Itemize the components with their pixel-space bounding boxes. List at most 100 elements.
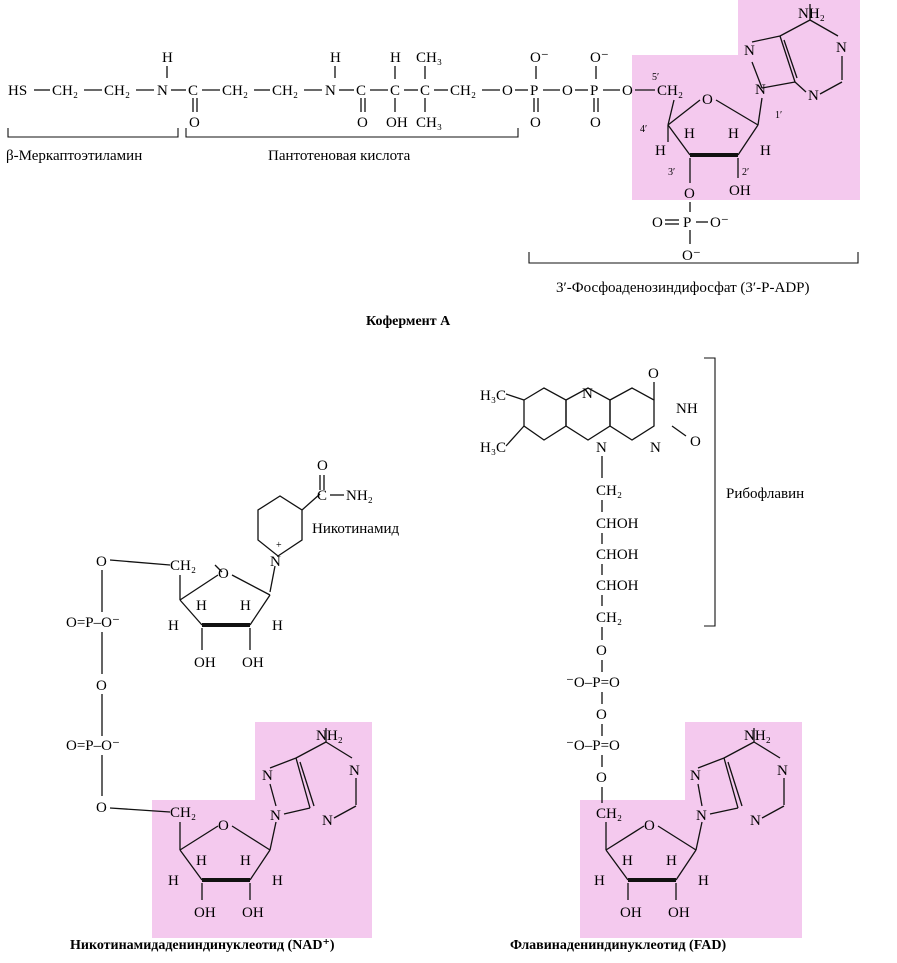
coa-adenine-nh2: NH₂ <box>798 6 825 22</box>
coa-segment-label-2: Пантотеновая кислота <box>268 148 411 164</box>
nad-bottom-h-3: H <box>240 853 251 869</box>
fad-adenosine-highlight <box>580 722 802 938</box>
coa-o-1: O <box>189 115 200 131</box>
fad-ch2-2: CH₂ <box>596 610 622 626</box>
nad-bottom-ring-o: O <box>218 818 229 834</box>
fad-adenine-nh2: NH₂ <box>744 728 771 744</box>
fad-o4: O <box>648 366 659 382</box>
coa-ch2-5: CH₂ <box>450 83 476 99</box>
coa-ring-h-3: H <box>728 126 739 142</box>
fad-o-1: O <box>596 643 607 659</box>
fad-n5: N <box>582 386 593 402</box>
fad-riboflavin-label: Рибофлавин <box>726 486 804 502</box>
nad-top-oh-2: OH <box>242 655 264 671</box>
nad-bottom-oh-2: OH <box>242 905 264 921</box>
fad-ring-h-3: H <box>666 853 677 869</box>
nad-caption: Никотинамидадениндинуклеотид (NAD⁺) <box>70 938 335 953</box>
coa-o-4: O <box>530 115 541 131</box>
coa-n-2: N <box>325 83 336 99</box>
fad-n10: N <box>596 440 607 456</box>
coa-c-3: C <box>390 83 400 99</box>
coa-prime-2: 2′ <box>742 167 749 178</box>
nad-top-oh-1: OH <box>194 655 216 671</box>
coa-segment-label-3: 3′-Фосфоаденозиндифосфат (3′-P-ADP) <box>556 280 810 296</box>
fad-n1: N <box>650 440 661 456</box>
fad-phosphate-2: ⁻O–P=O <box>566 738 620 754</box>
fad-methyl-1: H₃C <box>480 388 506 404</box>
coa-c-2: C <box>356 83 366 99</box>
coa-title: Кофермент А <box>366 314 451 329</box>
fad-structure: H₃C H₃C N N N NH O O CH₂ CHOH CHOH CHOH … <box>480 366 788 921</box>
coa-p-2: P <box>590 83 598 99</box>
coa-ring-h-4: H <box>760 143 771 159</box>
coa-brackets <box>7 128 859 264</box>
coa-chain: HS CH₂ CH₂ N H C O CH₂ CH₂ N H C O C H O… <box>8 50 683 131</box>
coa-prime-3: 3′ <box>668 167 675 178</box>
fad-o-2: O <box>596 707 607 723</box>
fad-ch2-1: CH₂ <box>596 483 622 499</box>
nad-n-plus: N <box>270 554 281 570</box>
fad-phosphate-1: ⁻O–P=O <box>566 675 620 691</box>
coa-ch2-1: CH₂ <box>52 83 78 99</box>
nad-pyridinium-ring <box>257 495 303 557</box>
coa-prime-4: 4′ <box>640 124 647 135</box>
coa-c-1: C <box>188 83 198 99</box>
coa-o-minus-1: O⁻ <box>530 50 549 66</box>
nad-bottom-oh-1: OH <box>194 905 216 921</box>
coa-ch3-1: CH₃ <box>416 50 442 66</box>
fad-choh-2: CHOH <box>596 547 639 563</box>
coa-phos-o: O <box>652 215 663 231</box>
coa-ch3-2: CH₃ <box>416 115 442 131</box>
nad-o-1: O <box>96 554 107 570</box>
fad-ring-oh-1: OH <box>620 905 642 921</box>
coa-prime-5: 5′ <box>652 72 659 83</box>
coa-ch2-4: CH₂ <box>272 83 298 99</box>
nad-phosphate-2: O=P–O⁻ <box>66 738 120 754</box>
fad-o2: O <box>690 434 701 450</box>
fad-ribose-ch2: CH₂ <box>596 806 622 822</box>
nad-amide-c: C <box>317 488 327 504</box>
fad-ring-h-2: H <box>622 853 633 869</box>
coa-ring-o3: O <box>684 186 695 202</box>
nad-adenine-n7: N <box>262 768 273 784</box>
coa-ring-h-1: H <box>655 143 666 159</box>
fad-adenine-n3: N <box>750 813 761 829</box>
coa-o-3: O <box>502 83 513 99</box>
coa-oh: OH <box>386 115 408 131</box>
coa-c-4: C <box>420 83 430 99</box>
fad-ring-h-4: H <box>698 873 709 889</box>
fad-benzene-ring <box>523 387 567 441</box>
nad-phosphate-1: O=P–O⁻ <box>66 615 120 631</box>
coa-h-1: H <box>162 50 173 66</box>
nad-top-h-3: H <box>240 598 251 614</box>
coa-phos-o-minus-2: O⁻ <box>682 248 701 264</box>
fad-ring-h-1: H <box>594 873 605 889</box>
coa-adenine: N N NH₂ N N <box>744 4 847 104</box>
nad-bottom-h-1: H <box>168 873 179 889</box>
coa-ring-o: O <box>702 92 713 108</box>
nad-top-ring-o: O <box>218 566 229 582</box>
coa-o-6: O <box>590 115 601 131</box>
fad-pyrimidine-ring <box>609 387 655 441</box>
nad-bottom-ch2: CH₂ <box>170 805 196 821</box>
coa-phos-p: P <box>683 215 691 231</box>
nad-bottom-h-4: H <box>272 873 283 889</box>
coa-adenine-n1: N <box>836 40 847 56</box>
nad-nicotinamide-label: Никотинамид <box>312 521 399 537</box>
coa-ring-h-2: H <box>684 126 695 142</box>
fad-n3h: NH <box>676 401 698 417</box>
fad-adenine-n7: N <box>690 768 701 784</box>
fad-caption: Флавинадениндинуклеотид (FAD) <box>510 938 726 953</box>
coa-adenosine-highlight <box>632 0 860 200</box>
coa-adenine-n7: N <box>744 43 755 59</box>
nad-top-ch2: CH₂ <box>170 558 196 574</box>
nad-amide-o: O <box>317 458 328 474</box>
coa-ch2-2: CH₂ <box>104 83 130 99</box>
nad-top-h-4: H <box>272 618 283 634</box>
fad-ring-o: O <box>644 818 655 834</box>
fad-o-3: O <box>596 770 607 786</box>
coa-h-3: H <box>390 50 401 66</box>
coa-o-2: O <box>357 115 368 131</box>
